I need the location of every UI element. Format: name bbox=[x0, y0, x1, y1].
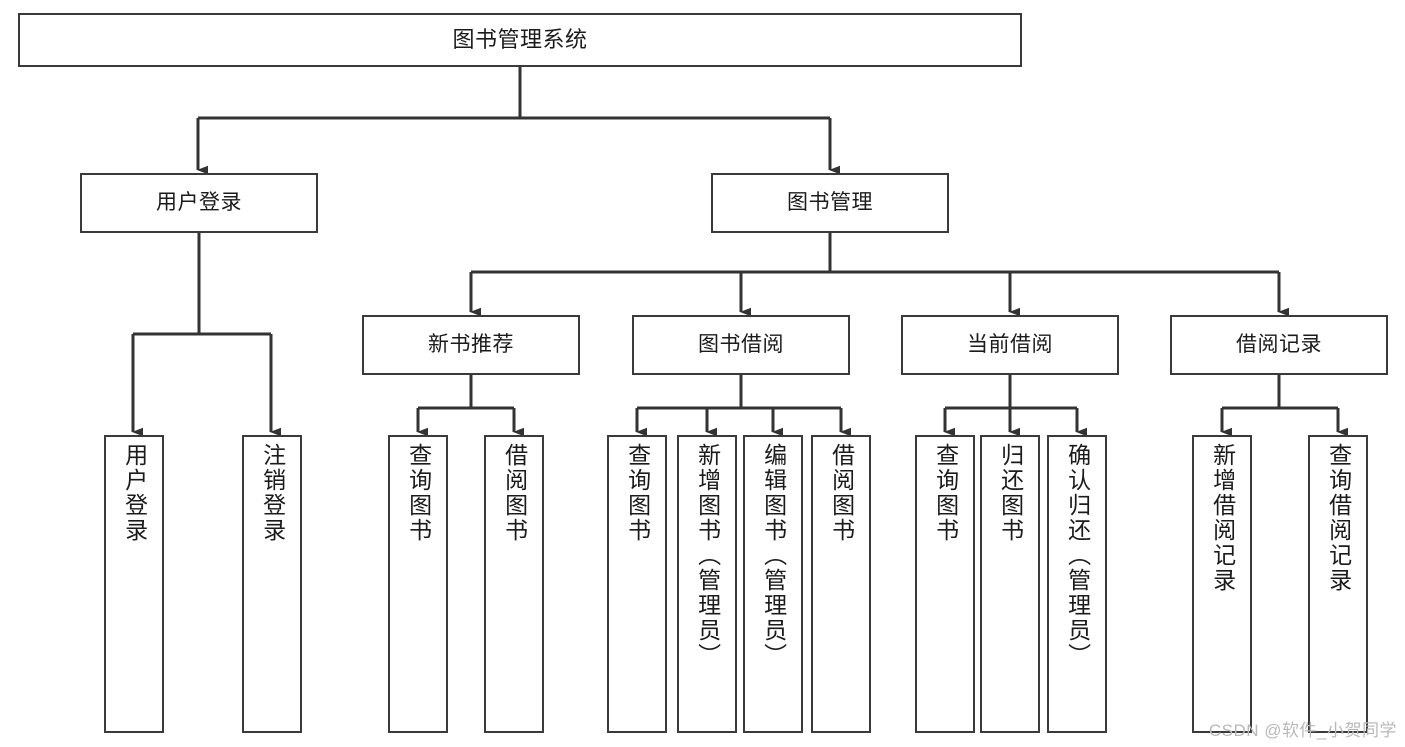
node-label: 图书管理系统 bbox=[452, 26, 588, 52]
node-label: 图书管理 bbox=[787, 191, 873, 215]
node-label: 借阅图书 bbox=[501, 443, 528, 543]
node-label: 确认归还（管理员） bbox=[1064, 443, 1091, 668]
node-label: 查询图书 bbox=[624, 443, 651, 543]
node-new-book-recommend[interactable]: 新书推荐 bbox=[362, 315, 580, 375]
node-cb-return-book[interactable]: 归还图书 bbox=[980, 435, 1040, 733]
node-label: 借阅图书 bbox=[828, 443, 855, 543]
node-current-borrow[interactable]: 当前借阅 bbox=[901, 315, 1119, 375]
node-user-logout[interactable]: 注销登录 bbox=[242, 435, 302, 733]
node-cb-confirm-return[interactable]: 确认归还（管理员） bbox=[1047, 435, 1107, 733]
node-bb-edit-book[interactable]: 编辑图书（管理员） bbox=[743, 435, 803, 733]
watermark: CSDN @软件_小贺同学 bbox=[1208, 721, 1397, 740]
node-user-login-do[interactable]: 用户登录 bbox=[104, 435, 164, 733]
node-nbr-query-book[interactable]: 查询图书 bbox=[388, 435, 448, 733]
node-label: 查询图书 bbox=[932, 443, 959, 543]
node-root[interactable]: 图书管理系统 bbox=[18, 13, 1022, 67]
node-label: 当前借阅 bbox=[967, 333, 1053, 357]
node-label: 查询借阅记录 bbox=[1325, 443, 1352, 593]
node-label: 用户登录 bbox=[156, 191, 242, 215]
node-cb-query-book[interactable]: 查询图书 bbox=[915, 435, 975, 733]
node-label: 新增借阅记录 bbox=[1209, 443, 1236, 593]
node-br-query-record[interactable]: 查询借阅记录 bbox=[1308, 435, 1368, 733]
node-borrow-record[interactable]: 借阅记录 bbox=[1170, 315, 1388, 375]
node-book-manage[interactable]: 图书管理 bbox=[711, 173, 949, 233]
node-label: 借阅记录 bbox=[1236, 333, 1322, 357]
node-label: 新书推荐 bbox=[428, 333, 514, 357]
node-label: 新增图书（管理员） bbox=[694, 443, 721, 668]
node-book-borrow[interactable]: 图书借阅 bbox=[632, 315, 850, 375]
node-bb-borrow-book[interactable]: 借阅图书 bbox=[811, 435, 871, 733]
node-nbr-borrow-book[interactable]: 借阅图书 bbox=[484, 435, 544, 733]
node-label: 编辑图书（管理员） bbox=[760, 443, 787, 668]
node-user-login[interactable]: 用户登录 bbox=[80, 173, 318, 233]
node-bb-query-book[interactable]: 查询图书 bbox=[607, 435, 667, 733]
node-br-add-record[interactable]: 新增借阅记录 bbox=[1192, 435, 1252, 733]
node-label: 用户登录 bbox=[121, 443, 148, 543]
node-label: 归还图书 bbox=[997, 443, 1024, 543]
node-label: 查询图书 bbox=[405, 443, 432, 543]
node-label: 注销登录 bbox=[259, 443, 286, 543]
node-label: 图书借阅 bbox=[698, 333, 784, 357]
node-bb-add-book[interactable]: 新增图书（管理员） bbox=[677, 435, 737, 733]
